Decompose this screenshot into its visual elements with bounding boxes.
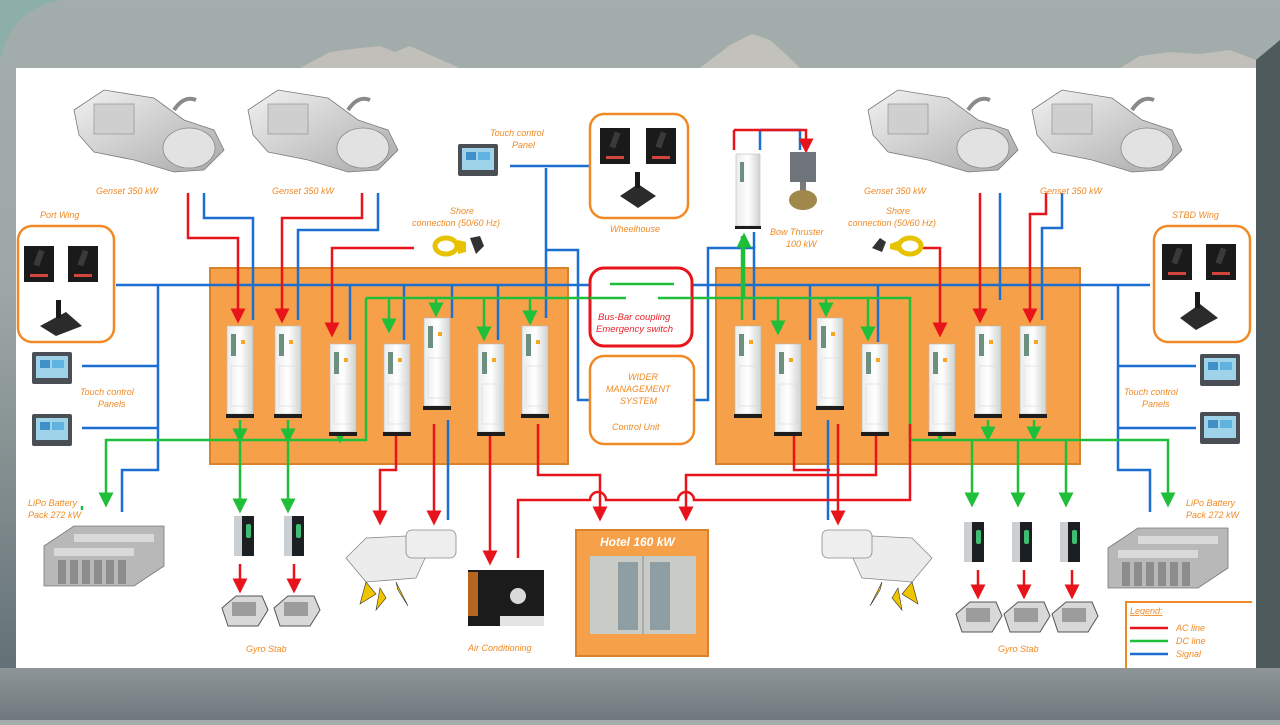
- touch-panels-label: Touch control: [80, 387, 135, 397]
- bus-bar-coupling-box: [588, 266, 694, 348]
- cabinet: [520, 325, 550, 419]
- shore-cable-icon: [872, 235, 924, 257]
- battery-pack-icon: [1107, 527, 1229, 589]
- drive-unit-icon: [1012, 522, 1032, 562]
- shore-label: connection (50/60 Hz): [848, 218, 936, 228]
- cabinet: [815, 317, 845, 411]
- legend: Legend: AC line DC line Signal: [1125, 601, 1252, 668]
- touch-panel-icon: [458, 144, 498, 176]
- bottom-bar: [0, 668, 1280, 720]
- gyro-stabilizer-icon: [1051, 601, 1099, 633]
- bow-thruster-cabinet: [735, 153, 761, 229]
- gyro-label: Gyro Stab: [998, 644, 1039, 654]
- drive-unit-icon: [1060, 522, 1080, 562]
- shore-label: connection (50/60 Hz): [412, 218, 500, 228]
- management-label: MANAGEMENT: [606, 384, 672, 394]
- battery-label: Pack 272 kW: [28, 510, 83, 520]
- cabinet: [733, 325, 763, 419]
- battery-label: LiPo Battery: [1186, 498, 1236, 508]
- legend-item-label: Signal: [1176, 649, 1202, 659]
- genset-label: Genset 350 kW: [272, 186, 336, 196]
- management-control-unit-box: [588, 354, 696, 446]
- genset-label: Genset 350 kW: [864, 186, 928, 196]
- touch-panels-label: Panels: [98, 399, 126, 409]
- ac-lines: [186, 128, 1080, 600]
- port-wing-label: Port Wing: [40, 210, 79, 220]
- gyro-stabilizer-icon: [955, 601, 1003, 633]
- stbd-wing-label: STBD Wing: [1172, 210, 1219, 220]
- gyro-label: Gyro Stab: [246, 644, 287, 654]
- hotel-switchgear-icon: [590, 556, 696, 634]
- management-label: WIDER: [628, 372, 658, 382]
- joystick-control-icon: [1206, 244, 1236, 280]
- gyro-stabilizer-icon: [1003, 601, 1051, 633]
- cabinet: [973, 325, 1003, 419]
- drive-unit-icon: [964, 522, 984, 562]
- touch-panel-icon: [1200, 354, 1240, 386]
- wheelhouse-label: Wheelhouse: [610, 224, 660, 234]
- legend-title: Legend:: [1130, 606, 1163, 616]
- battery-pack-icon: [43, 525, 165, 587]
- cabinet: [225, 325, 255, 419]
- joystick-icon: [40, 300, 82, 336]
- joystick-control-icon: [24, 246, 54, 282]
- genset-engine-icon: [866, 88, 1020, 174]
- gyro-stabilizer-icon: [221, 595, 269, 627]
- air-conditioning-unit-icon: [468, 570, 544, 626]
- gyro-stabilizer-icon: [273, 595, 321, 627]
- touch-panel-icon: [32, 352, 72, 384]
- propulsion-pod-icon: [821, 529, 933, 611]
- touch-panel-icon: [32, 414, 72, 446]
- battery-label: LiPo Battery: [28, 498, 78, 508]
- joystick-control-icon: [68, 246, 98, 282]
- joystick-control-icon: [646, 128, 676, 164]
- joystick-icon: [1180, 292, 1218, 330]
- touch-panels-label: Touch control: [1124, 387, 1179, 397]
- cabinet: [476, 343, 506, 437]
- genset-engine-icon: [1030, 88, 1184, 174]
- cabinet: [1018, 325, 1048, 419]
- battery-label: Pack 272 kW: [1186, 510, 1241, 520]
- cabinet: [328, 343, 358, 437]
- genset-engine-icon: [72, 88, 226, 174]
- genset-label: Genset 350 kW: [96, 186, 160, 196]
- control-unit-label: Control Unit: [612, 422, 660, 432]
- joystick-control-icon: [1162, 244, 1192, 280]
- drive-unit-icon: [284, 516, 304, 556]
- legend-item-label: DC line: [1176, 636, 1206, 646]
- drive-unit-icon: [234, 516, 254, 556]
- bus-bar-label: Emergency switch: [596, 324, 673, 335]
- cabinet: [773, 343, 803, 437]
- bow-thruster-label: Bow Thruster: [770, 227, 825, 237]
- touch-panel-label: Touch control: [490, 128, 545, 138]
- management-label: SYSTEM: [620, 396, 658, 406]
- touch-panels-label: Panels: [1142, 399, 1170, 409]
- bow-thruster-label: 100 kW: [786, 239, 818, 249]
- genset-label: Genset 350 kW: [1040, 186, 1104, 196]
- joystick-icon: [620, 172, 656, 208]
- cabinet: [273, 325, 303, 419]
- cabinet: [422, 317, 452, 411]
- cabinet: [860, 343, 890, 437]
- cabinet: [382, 343, 412, 437]
- cabinet: [927, 343, 957, 437]
- shore-cable-icon: [432, 235, 484, 257]
- touch-panel-label: Panel: [512, 140, 536, 150]
- thruster-motor-icon: [789, 152, 817, 210]
- propulsion-pod-icon: [345, 529, 457, 611]
- bus-bar-label: Bus-Bar coupling: [598, 312, 671, 323]
- genset-engine-icon: [246, 88, 400, 174]
- joystick-control-icon: [600, 128, 630, 164]
- shore-label: Shore: [886, 206, 910, 216]
- shore-label: Shore: [450, 206, 474, 216]
- touch-panel-icon: [1200, 412, 1240, 444]
- hotel-label: Hotel 160 kW: [600, 535, 676, 549]
- air-conditioning-label: Air Conditioning: [467, 643, 532, 653]
- legend-item-label: AC line: [1175, 623, 1205, 633]
